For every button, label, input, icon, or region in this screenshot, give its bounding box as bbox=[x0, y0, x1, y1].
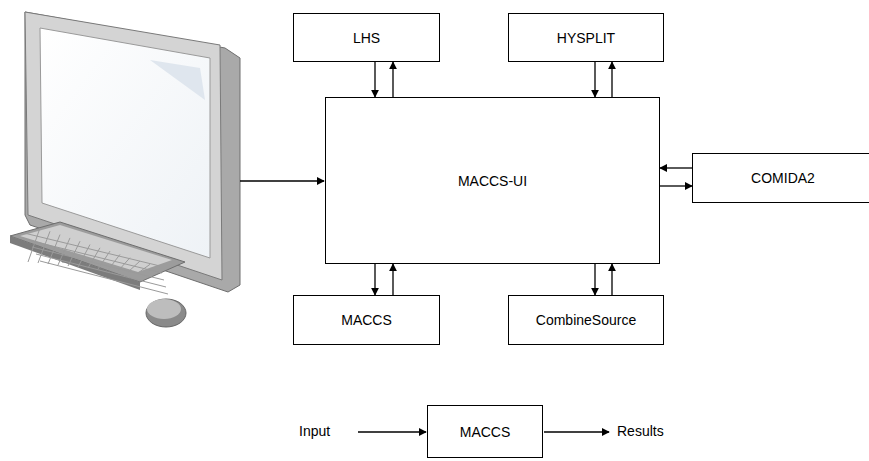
node-label: MACCS bbox=[341, 312, 392, 328]
connector-arrow bbox=[611, 264, 612, 295]
main-ui-box: MACCS-UI bbox=[325, 97, 660, 264]
connector-arrow bbox=[374, 264, 375, 295]
connector-arrow bbox=[660, 167, 692, 168]
module-box: LHS bbox=[293, 13, 440, 62]
node-label: MACCS bbox=[460, 424, 511, 440]
module-box: MACCS bbox=[293, 295, 440, 345]
flow-label: Results bbox=[615, 423, 666, 439]
node-label: CombineSource bbox=[536, 312, 636, 328]
module-box: HYSPLIT bbox=[508, 13, 664, 62]
node-label: COMIDA2 bbox=[751, 170, 815, 186]
connector-arrow bbox=[594, 264, 595, 295]
module-box: CombineSource bbox=[508, 295, 664, 345]
connector-arrow bbox=[392, 264, 393, 295]
connector-arrow bbox=[374, 62, 375, 97]
module-box: MACCS bbox=[427, 405, 543, 458]
connector-arrow bbox=[392, 62, 393, 97]
connector-arrow bbox=[594, 62, 595, 97]
connector-arrow bbox=[660, 185, 692, 186]
node-label: LHS bbox=[353, 30, 380, 46]
node-label: MACCS-UI bbox=[458, 173, 527, 189]
module-box: COMIDA2 bbox=[692, 153, 869, 203]
node-label: HYSPLIT bbox=[557, 30, 615, 46]
flow-label: Input bbox=[297, 423, 332, 439]
connector-arrow bbox=[611, 62, 612, 97]
